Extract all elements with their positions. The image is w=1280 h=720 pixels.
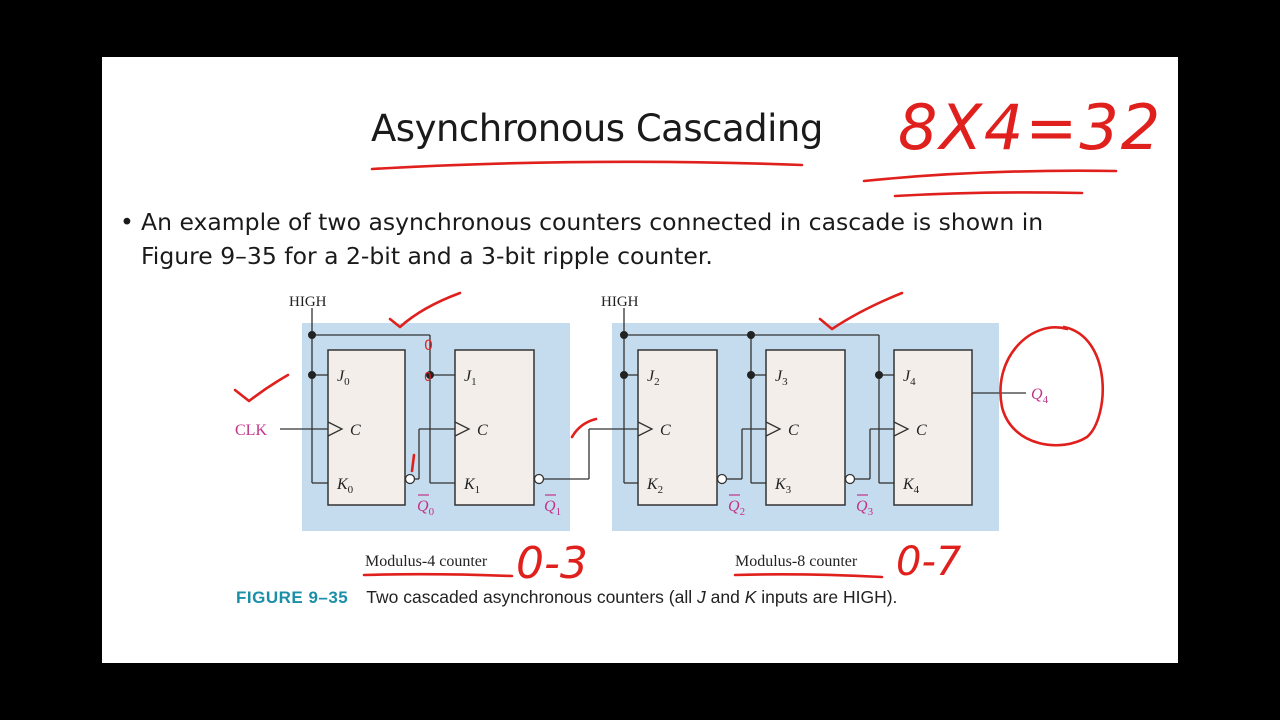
high-label-left: HIGH (289, 294, 327, 310)
flipflop-3 (765, 349, 846, 506)
bullet-marker: • (120, 208, 134, 236)
bullet-line-1: An example of two asynchronous counters … (141, 208, 1044, 236)
ff-0-c-label: C (350, 422, 361, 439)
bullet-line-2: Figure 9–35 for a 2-bit and a 3-bit ripp… (141, 242, 713, 270)
ff-1-j-label: J1 (464, 368, 477, 388)
flipflop-0 (327, 349, 406, 506)
ff-0-j-label: J0 (337, 368, 350, 388)
ff-3-k-label: K3 (774, 476, 792, 496)
modulus-4-label: Modulus-4 counter (365, 553, 488, 570)
slide-title: Asynchronous Cascading (371, 107, 823, 150)
flipflop-4 (893, 349, 973, 506)
ff-4-k-label: K4 (902, 476, 920, 496)
ff-2-k-label: K2 (646, 476, 663, 496)
ff-0-qbar-label: Q0 (417, 498, 435, 518)
q4-label: Q4 (1031, 386, 1049, 406)
ff-1-qbar-label: Q1 (544, 498, 561, 518)
high-label-right: HIGH (601, 294, 639, 310)
figure-caption: FIGURE 9–35 Two cascaded asynchronous co… (236, 587, 897, 607)
clk-label: CLK (235, 422, 267, 439)
ff-3-c-label: C (788, 422, 799, 439)
ff-1-c-label: C (477, 422, 488, 439)
ff-2-qbar-label: Q2 (728, 498, 745, 518)
ff-0-k-label: K0 (336, 476, 354, 496)
ff-2-j-label: J2 (647, 368, 660, 388)
flipflop-2 (637, 349, 718, 506)
ff-4-c-label: C (916, 422, 927, 439)
ff-3-qbar-label: Q3 (856, 498, 874, 518)
bullet-point: • An example of two asynchronous counter… (120, 205, 1160, 273)
ff-2-c-label: C (660, 422, 671, 439)
modulus-8-label: Modulus-8 counter (735, 553, 858, 570)
ff-3-j-label: J3 (775, 368, 788, 388)
flipflop-1 (454, 349, 535, 506)
ff-4-j-label: J4 (903, 368, 916, 388)
slide: Asynchronous Cascading • An example of t… (102, 57, 1178, 663)
ff-1-k-label: K1 (463, 476, 480, 496)
